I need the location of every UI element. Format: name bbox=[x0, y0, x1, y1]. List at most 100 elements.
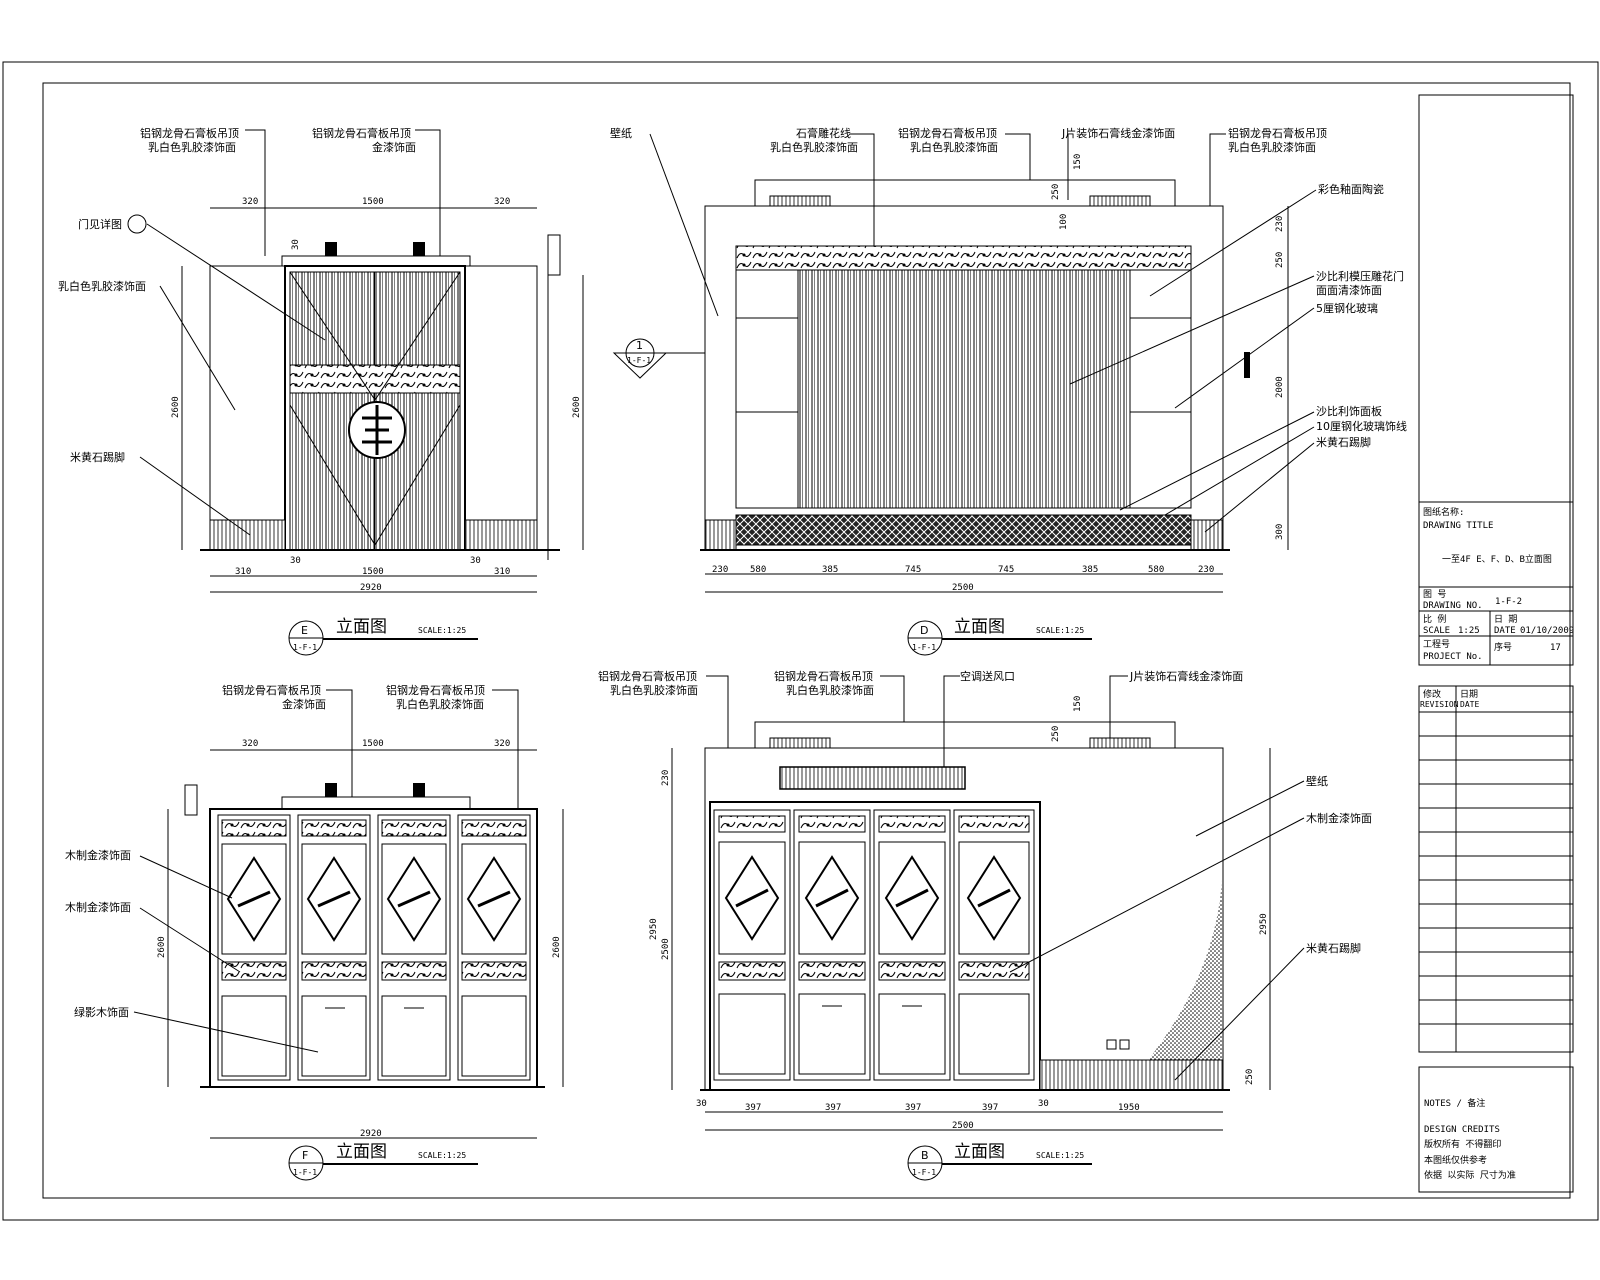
tb-drawing-name: 一至4F E、F、D、B立面图 bbox=[1442, 553, 1552, 565]
leader-5 bbox=[1209, 133, 1226, 206]
callout-2b: 乳白色乳胶漆饰面 bbox=[770, 140, 858, 154]
skirting-right bbox=[1190, 519, 1224, 551]
door-carved-band bbox=[289, 364, 461, 394]
leader-2 bbox=[415, 129, 441, 256]
notes-title: NOTES / 备注 bbox=[1424, 1097, 1485, 1109]
callout-4: 木制金漆饰面 bbox=[65, 900, 131, 914]
outer-border bbox=[2, 61, 1599, 1221]
elevation-b: 30 397 397 397 397 30 1950 2500 230 2500… bbox=[598, 669, 1372, 1181]
leader-1 bbox=[706, 675, 729, 748]
door-leaf-1 bbox=[713, 809, 791, 1081]
callout-2b: 乳白色乳胶漆饰面 bbox=[786, 683, 874, 697]
dim-b-7: 580 bbox=[1148, 565, 1164, 575]
section-tag-sub: 1-F-1 bbox=[627, 356, 651, 365]
section-column bbox=[184, 784, 198, 816]
notes-line-4: 依据 以实际 尺寸为准 bbox=[1424, 1169, 1516, 1181]
inner-border bbox=[42, 82, 1571, 1199]
notes-line-1: DESIGN CREDITS bbox=[1424, 1125, 1500, 1135]
tb-row-scale-label: 比 例 bbox=[1423, 613, 1446, 625]
door-leaf-3 bbox=[873, 809, 951, 1081]
dim-b-5: 745 bbox=[998, 565, 1014, 575]
elevation-scale: SCALE:1:25 bbox=[418, 1151, 466, 1160]
leader-7 bbox=[1069, 275, 1315, 385]
dim-skirting: 250 bbox=[1245, 1069, 1255, 1085]
dim-r-2: 250 bbox=[1275, 252, 1285, 268]
dim-total: 2500 bbox=[952, 583, 974, 593]
callout-2b: 金漆饰面 bbox=[372, 140, 416, 154]
section-arrow bbox=[612, 352, 668, 379]
elevation-f: 320 1500 320 2600 2600 2920 铝钢龙骨石膏板吊顶 金漆… bbox=[65, 683, 564, 1181]
callout-4: J片装饰石膏线金漆饰面 bbox=[1129, 669, 1243, 683]
callout-3: 空调送风口 bbox=[960, 669, 1015, 683]
elevation-tag: D bbox=[920, 624, 928, 637]
callout-5: 壁纸 bbox=[1306, 774, 1328, 788]
leader-3 bbox=[943, 675, 960, 767]
dim-top-2: 1500 bbox=[362, 739, 384, 749]
revision-table bbox=[1418, 685, 1574, 1053]
leader-1 bbox=[326, 689, 353, 797]
tb-name-label-en: DRAWING TITLE bbox=[1423, 521, 1493, 531]
tb-row-seq-value: 17 bbox=[1550, 643, 1561, 653]
dim-b-6: 385 bbox=[1082, 565, 1098, 575]
leader-5 bbox=[133, 1011, 319, 1053]
revision-rows bbox=[1419, 711, 1573, 1025]
dim-height-right: 2600 bbox=[572, 396, 582, 418]
leader-3 bbox=[146, 223, 326, 341]
elevation-scale: SCALE:1:25 bbox=[1036, 1151, 1084, 1160]
callout-6: 彩色釉面陶瓷 bbox=[1318, 182, 1384, 196]
dim-r-1: 230 bbox=[1275, 216, 1285, 232]
callout-1b: 金漆饰面 bbox=[282, 697, 326, 711]
elevation-tag: B bbox=[921, 1149, 929, 1162]
leader-9 bbox=[1119, 411, 1315, 511]
callout-10: 10厘钢化玻璃饰线 bbox=[1316, 419, 1407, 433]
dim-r-3: 2000 bbox=[1275, 376, 1285, 398]
leader-2 bbox=[880, 675, 905, 722]
door-medallion-motif bbox=[362, 405, 392, 455]
dim-b-5: 397 bbox=[982, 1103, 998, 1113]
dim-height-left: 2600 bbox=[157, 936, 167, 958]
tb-row-drawing-no-value: 1-F-2 bbox=[1495, 597, 1522, 607]
dim-top-s1: 150 bbox=[1073, 696, 1083, 712]
dim-top-3: 320 bbox=[494, 197, 510, 207]
leader-2 bbox=[492, 689, 519, 809]
vent-left bbox=[769, 737, 831, 749]
revision-header-1-en: REVISION bbox=[1420, 700, 1459, 709]
leader-4 bbox=[159, 285, 236, 411]
skirting-left bbox=[704, 519, 737, 551]
elevation-tag-sub: 1-F-1 bbox=[912, 1168, 936, 1177]
callout-2a: 铝钢龙骨石膏板吊顶 bbox=[312, 126, 411, 140]
dim-l-1: 230 bbox=[661, 770, 671, 786]
dim-b-1: 30 bbox=[696, 1099, 707, 1109]
door-diagonals bbox=[289, 271, 461, 546]
leader-7 bbox=[1174, 947, 1305, 1081]
elevation-d: 1 1-F-1 230 580 385 745 745 385 580 230 … bbox=[610, 126, 1407, 656]
section-column bbox=[547, 234, 561, 276]
notes-block bbox=[1418, 1066, 1574, 1193]
leader-10 bbox=[1164, 426, 1315, 516]
dim-bottom-3: 1500 bbox=[362, 567, 384, 577]
elevation-scale: SCALE:1:25 bbox=[418, 626, 466, 635]
dim-top-3: 320 bbox=[494, 739, 510, 749]
dim-b-6: 30 bbox=[1038, 1099, 1049, 1109]
callout-5b: 乳白色乳胶漆饰面 bbox=[1228, 140, 1316, 154]
tb-row-scale-value: 1:25 bbox=[1458, 626, 1480, 636]
outlet-2 bbox=[1119, 1039, 1130, 1050]
dim-top-2: 1500 bbox=[362, 197, 384, 207]
dim-r-4: 300 bbox=[1275, 524, 1285, 540]
leader-5 bbox=[139, 456, 251, 536]
tb-row-project-label-en: PROJECT No. bbox=[1423, 652, 1483, 662]
door-leaf-2 bbox=[297, 814, 371, 1081]
dim-b-8: 230 bbox=[1198, 565, 1214, 575]
elevation-title: 立面图 bbox=[954, 1142, 1005, 1162]
ceiling-band bbox=[735, 245, 1192, 271]
leader-1 bbox=[649, 133, 719, 317]
notes-line-2: 版权所有 不得翻印 bbox=[1424, 1138, 1501, 1150]
leader-5 bbox=[1195, 780, 1305, 837]
elevation-tag-sub: 1-F-1 bbox=[293, 1168, 317, 1177]
vent-right bbox=[1089, 195, 1151, 207]
title-block: 图纸名称: DRAWING TITLE 一至4F E、F、D、B立面图 图 号 … bbox=[1418, 94, 1574, 1193]
callout-2a: 石膏雕花线 bbox=[796, 126, 851, 140]
ceiling-trim bbox=[281, 796, 471, 810]
dim-b-7: 1950 bbox=[1118, 1103, 1140, 1113]
